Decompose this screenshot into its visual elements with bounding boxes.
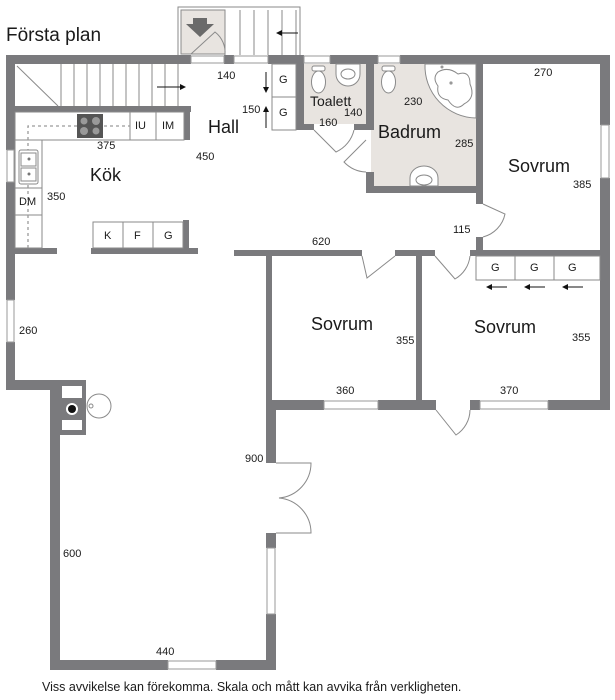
island-f: F	[134, 230, 141, 242]
page-title: Första plan	[6, 25, 102, 46]
dim-hall-width: 140	[217, 70, 236, 82]
dim-bedroom-mid-depth: 355	[396, 335, 415, 347]
windows	[6, 55, 610, 670]
bathtub-icon	[424, 63, 477, 119]
hall-wardrobe-2: G	[279, 107, 288, 119]
dim-living-width: 440	[156, 646, 175, 658]
dim-corridor-wall: 620	[312, 236, 331, 248]
bedroom-wardrobe-2: G	[530, 262, 539, 274]
bedroom-wardrobes	[475, 255, 601, 290]
room-label-toalett: Toalett	[310, 93, 352, 109]
bedroom-wardrobe-1: G	[491, 262, 500, 274]
dim-bedroom-mid-width: 360	[336, 385, 355, 397]
bath-sink-icon	[409, 165, 439, 187]
dim-hall-length: 450	[196, 151, 215, 163]
dim-bath-depth: 285	[455, 138, 474, 150]
room-label-badrum: Badrum	[378, 122, 442, 142]
dim-kitchen-depth: 350	[47, 191, 66, 203]
dim-living-wall: 900	[245, 453, 264, 465]
dim-living-window: 260	[19, 325, 38, 337]
stove-icon	[77, 114, 103, 138]
sink-icon	[18, 149, 39, 185]
room-label-sovrum-se: Sovrum	[474, 317, 537, 337]
hall-wardrobes	[263, 63, 297, 131]
toilet-icon	[311, 65, 326, 94]
room-label-kok: Kök	[90, 165, 122, 185]
dim-toilet-width: 160	[319, 117, 338, 129]
dim-toilet-height: 140	[344, 107, 363, 119]
island-k: K	[104, 230, 112, 242]
cabinet-dm: DM	[19, 196, 37, 208]
dim-bedroom-se-width: 370	[500, 385, 519, 397]
island-g: G	[164, 230, 173, 242]
entrance-arrow-icon	[186, 18, 214, 37]
room-label-sovrum-mid: Sovrum	[311, 314, 374, 334]
dim-bedroom-se-depth: 355	[572, 332, 591, 344]
toilet-sink-icon	[335, 63, 361, 87]
doors	[276, 129, 506, 534]
dim-kitchen-width: 375	[97, 140, 116, 152]
dim-bedroom-ne-depth: 385	[573, 179, 592, 191]
dim-bedroom-ne-width: 270	[534, 67, 553, 79]
bath-toilet-icon	[381, 65, 396, 94]
entrance-door-swing	[190, 31, 226, 56]
hall-wardrobe-1: G	[279, 74, 288, 86]
cabinet-iu: IU	[135, 120, 146, 132]
dim-living-depth: 600	[63, 548, 82, 560]
bedroom-wardrobe-3: G	[568, 262, 577, 274]
room-label-hall: Hall	[208, 117, 240, 137]
disclaimer-footer: Viss avvikelse kan förekomma. Skala och …	[42, 680, 462, 694]
dim-corridor: 115	[453, 224, 471, 236]
dim-hall-closet: 150	[242, 104, 261, 116]
kitchen-island	[92, 221, 184, 249]
cabinet-im: IM	[162, 120, 175, 132]
room-label-sovrum-ne: Sovrum	[508, 156, 571, 176]
fireplace-icon	[62, 393, 112, 420]
interior-stairs	[16, 64, 186, 107]
dim-bath-width: 230	[404, 96, 423, 108]
